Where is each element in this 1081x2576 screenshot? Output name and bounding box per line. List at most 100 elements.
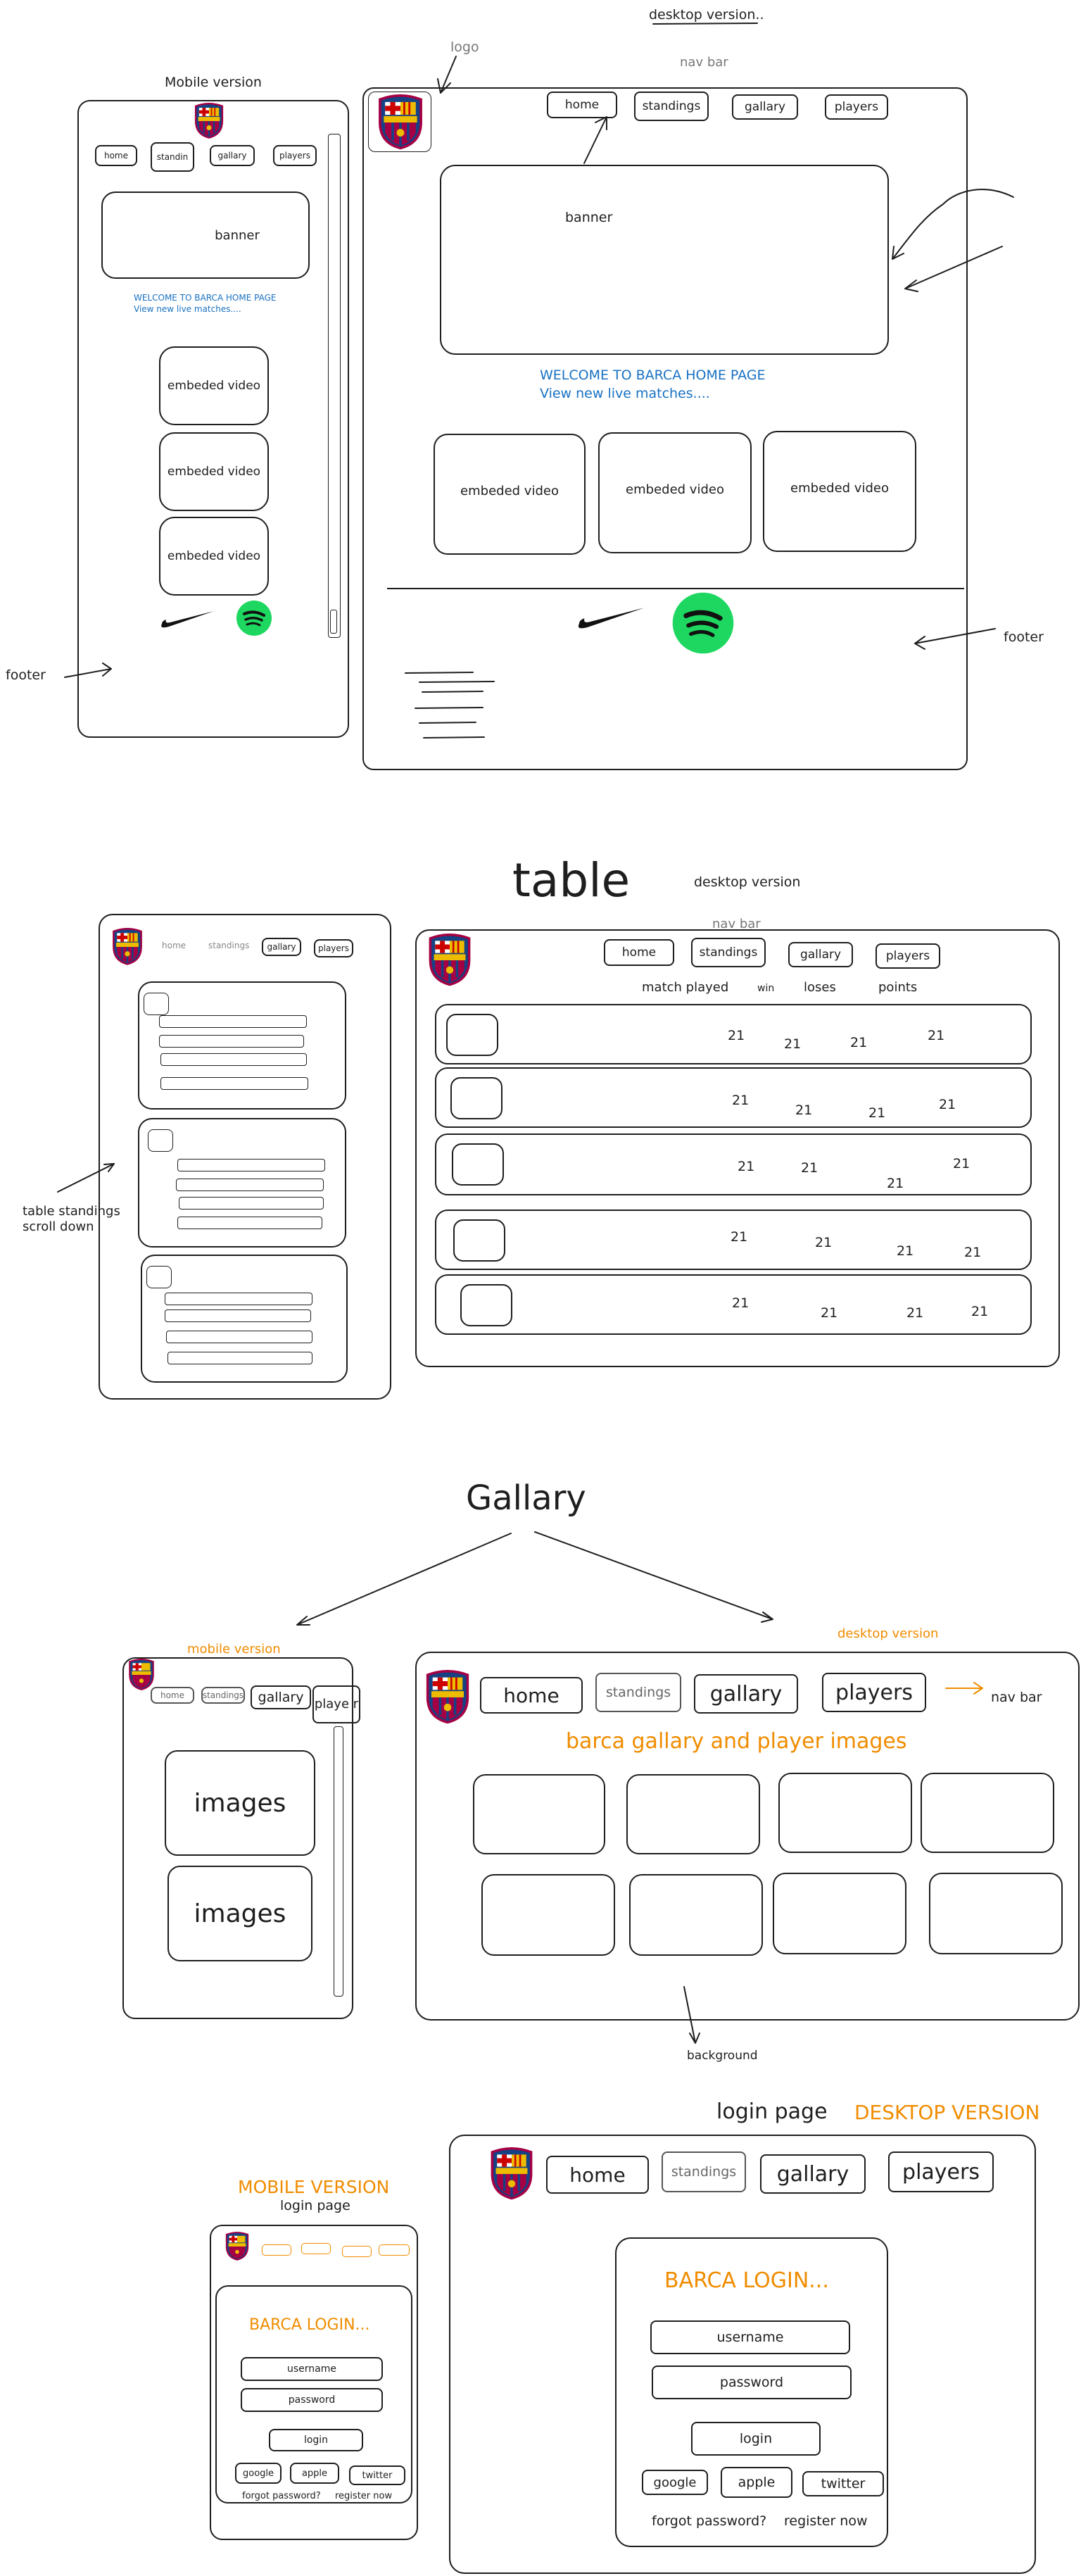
- desktop-nav-home[interactable]: home: [547, 92, 617, 118]
- banner-label: banner: [565, 210, 613, 225]
- win-value: 21: [784, 1036, 802, 1052]
- login-nav-home[interactable]: home: [546, 2156, 649, 2194]
- gallery-nav-players[interactable]: players: [822, 1673, 926, 1712]
- stat-placeholder-bar: [160, 1077, 308, 1090]
- mobile-table-nav-standings[interactable]: standings: [208, 941, 250, 950]
- gallery-tile-3[interactable]: [778, 1773, 912, 1853]
- twitter-button[interactable]: twitter: [802, 2471, 884, 2496]
- mobile-standing-card[interactable]: [138, 1118, 346, 1248]
- mobile-table-nav-players[interactable]: players: [314, 939, 353, 957]
- mobile-nav-players[interactable]: players: [273, 145, 317, 166]
- col-header-points: points: [878, 980, 918, 995]
- register-link[interactable]: register now: [784, 2513, 868, 2529]
- points-value: 21: [939, 1097, 956, 1112]
- col-header-match-played: match played: [642, 980, 729, 995]
- mobile-gallery-nav-home[interactable]: home: [151, 1687, 194, 1704]
- gallery-tile-8[interactable]: [929, 1873, 1063, 1954]
- login-title: login page: [716, 2099, 828, 2124]
- apple-button[interactable]: apple: [721, 2467, 792, 2498]
- username-field[interactable]: username: [650, 2320, 850, 2354]
- desktop-embed-video-2[interactable]: embeded video: [598, 432, 752, 553]
- google-button[interactable]: google: [642, 2470, 708, 2495]
- mobile-gallery-nav-standings[interactable]: standings: [201, 1687, 245, 1704]
- team-logo-placeholder: [460, 1284, 512, 1326]
- mobile-apple-button[interactable]: apple: [290, 2463, 339, 2484]
- mobile-login-nav-gallery[interactable]: [342, 2246, 372, 2257]
- table-nav-home[interactable]: home: [604, 939, 674, 966]
- login-nav-standings[interactable]: standings: [662, 2151, 746, 2192]
- points-value: 21: [964, 1245, 982, 1260]
- standings-row[interactable]: [435, 1210, 1032, 1270]
- login-button[interactable]: login: [691, 2422, 821, 2456]
- desktop-welcome-text: WELCOME TO BARCA HOME PAGE: [540, 367, 766, 383]
- gallery-tile-4[interactable]: [921, 1773, 1054, 1853]
- mobile-embed-video-2[interactable]: embeded video: [159, 432, 269, 511]
- mobile-gallery-nav-players[interactable]: playe r: [312, 1685, 360, 1723]
- scroll-down-annotation: scroll down: [23, 1219, 94, 1234]
- desktop-view-live-link[interactable]: View new live matches....: [540, 386, 710, 401]
- mobile-password-field[interactable]: password: [241, 2388, 383, 2412]
- table-nav-gallery[interactable]: gallary: [788, 942, 853, 967]
- table-nav-standings[interactable]: standings: [691, 938, 766, 967]
- mobile-gallery-nav-gallery[interactable]: gallary: [251, 1685, 311, 1709]
- loses-value: 21: [887, 1176, 904, 1191]
- standings-row[interactable]: [435, 1067, 1032, 1128]
- mobile-scrollbar[interactable]: [328, 134, 341, 638]
- mobile-gallery-image-2[interactable]: images: [167, 1866, 312, 1961]
- footer-annotation-right: footer: [1004, 629, 1044, 645]
- standings-row[interactable]: [435, 1274, 1032, 1335]
- gallery-nav-home[interactable]: home: [480, 1677, 583, 1714]
- gallery-nav-gallery[interactable]: gallary: [694, 1674, 798, 1714]
- table-nav-players[interactable]: players: [875, 943, 940, 969]
- gallery-tile-1[interactable]: [473, 1774, 605, 1854]
- gallery-nav-standings[interactable]: standings: [595, 1673, 681, 1712]
- mobile-twitter-button[interactable]: twitter: [349, 2465, 405, 2485]
- gallery-tile-7[interactable]: [773, 1873, 906, 1954]
- password-field[interactable]: password: [652, 2365, 852, 2399]
- login-mobile-sub: login page: [280, 2198, 350, 2213]
- desktop-embed-video-1[interactable]: embeded video: [434, 434, 586, 555]
- nike-logo-icon: [578, 608, 645, 629]
- mobile-login-nav-standings[interactable]: [301, 2243, 331, 2254]
- login-nav-gallery[interactable]: gallary: [760, 2154, 866, 2194]
- standings-row[interactable]: [435, 1133, 1032, 1195]
- nike-logo-icon: [161, 611, 214, 628]
- mobile-gallery-image-1[interactable]: images: [165, 1750, 315, 1856]
- desktop-nav-standings[interactable]: standings: [634, 92, 709, 121]
- desktop-nav-players[interactable]: players: [825, 94, 888, 120]
- gallery-tile-2[interactable]: [626, 1774, 760, 1854]
- login-nav-players[interactable]: players: [888, 2151, 994, 2192]
- mobile-login-nav-players[interactable]: [379, 2244, 410, 2256]
- desktop-logo-box: [368, 92, 431, 152]
- gallery-tile-5[interactable]: [481, 1874, 615, 1956]
- desktop-nav-gallery[interactable]: gallary: [732, 94, 798, 120]
- mobile-embed-video-1[interactable]: embeded video: [159, 346, 269, 425]
- mobile-login-button[interactable]: login: [269, 2429, 363, 2451]
- mobile-table-frame: [99, 914, 391, 1400]
- mobile-table-nav-home[interactable]: home: [162, 941, 187, 950]
- standings-row[interactable]: [435, 1004, 1032, 1064]
- mobile-google-button[interactable]: google: [235, 2463, 282, 2484]
- mobile-register-link[interactable]: register now: [335, 2491, 393, 2501]
- mobile-standing-card[interactable]: [138, 981, 346, 1110]
- points-value: 21: [971, 1304, 989, 1319]
- mobile-scroll-thumb[interactable]: [330, 610, 337, 634]
- mobile-nav-gallery[interactable]: gallary: [210, 145, 255, 166]
- mobile-forgot-password-link[interactable]: forgot password?: [242, 2491, 321, 2501]
- mobile-nav-standings[interactable]: standin: [151, 142, 194, 172]
- mobile-gallery-scrollbar[interactable]: [334, 1726, 343, 1997]
- forgot-password-link[interactable]: forgot password?: [652, 2513, 767, 2529]
- mobile-embed-video-3[interactable]: embeded video: [159, 517, 269, 596]
- desktop-embed-video-3[interactable]: embeded video: [763, 431, 916, 552]
- stat-placeholder-bar: [165, 1293, 312, 1305]
- gallery-tile-6[interactable]: [629, 1874, 763, 1956]
- mobile-nav-home[interactable]: home: [95, 145, 137, 166]
- mobile-login-nav-home[interactable]: [262, 2244, 291, 2256]
- gallery-navbar-label: nav bar: [991, 1690, 1042, 1705]
- mobile-view-live-link[interactable]: View new live matches....: [134, 304, 241, 314]
- loses-value: 21: [868, 1105, 886, 1121]
- mobile-table-nav-gallery[interactable]: gallary: [262, 938, 301, 956]
- mobile-standing-card[interactable]: [141, 1255, 348, 1383]
- mobile-username-field[interactable]: username: [241, 2357, 383, 2381]
- match-played-value: 21: [732, 1093, 750, 1108]
